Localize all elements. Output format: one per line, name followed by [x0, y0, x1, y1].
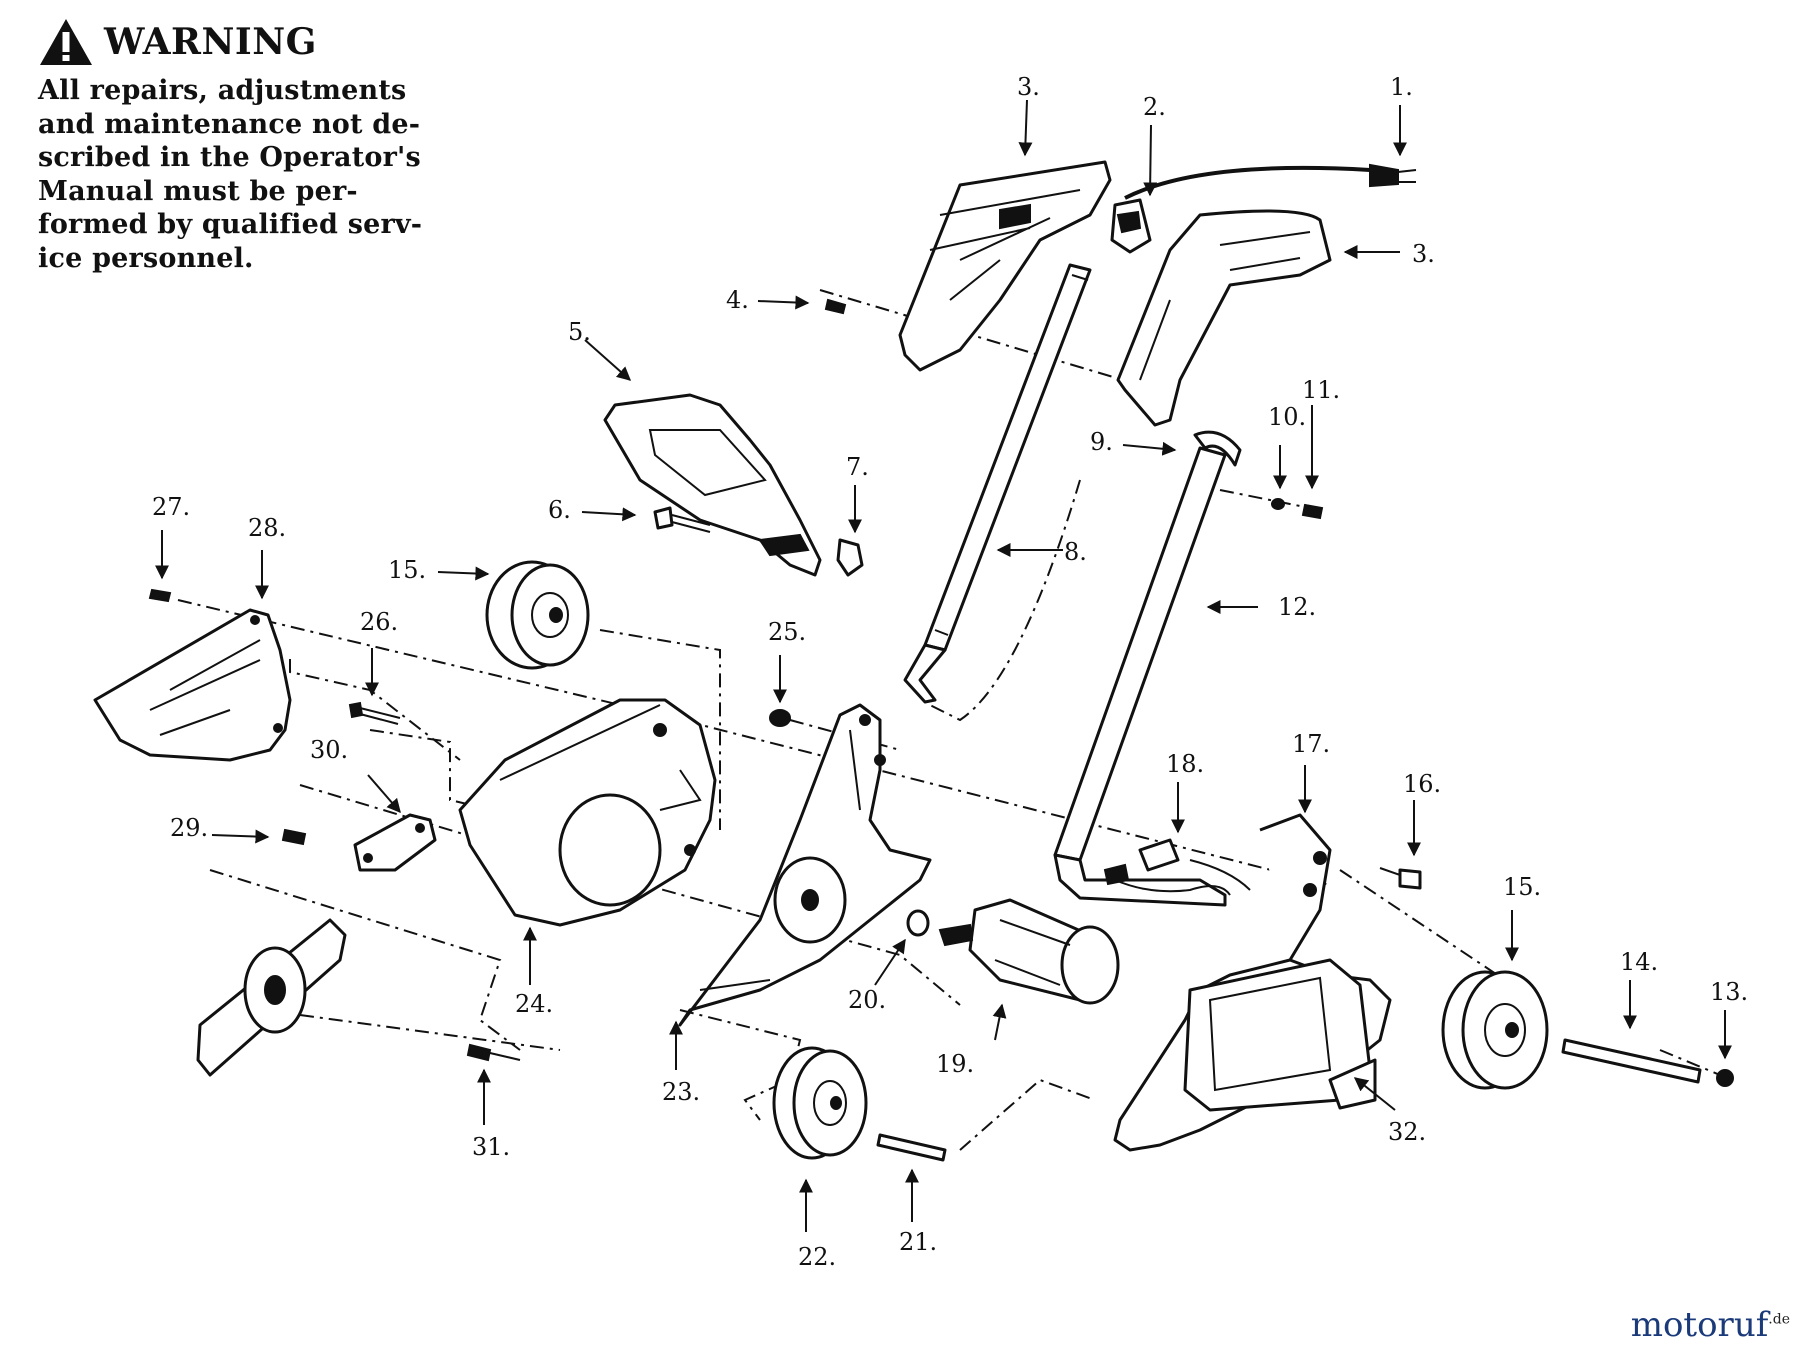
callout-7: 7.: [846, 453, 869, 481]
callout-15-upper: 15.: [388, 556, 426, 584]
brand-watermark: motoruf.de: [1631, 1305, 1790, 1345]
callout-8: 8.: [1064, 538, 1087, 566]
motor-assembly: [938, 898, 1120, 1005]
screw-29: [281, 828, 307, 846]
wheel-15-upper: [485, 560, 590, 670]
warning-line: and maintenance not de-: [38, 108, 421, 140]
blade-guard: [93, 608, 292, 762]
washer-10: [1271, 498, 1285, 510]
callout-labels: 1. 2. 3. 3. 4. 5. 6. 7. 8. 9. 10. 11. 12…: [152, 73, 1748, 1271]
warning-line: formed by qualified serv-: [38, 209, 423, 240]
screw-27: [148, 588, 172, 603]
main-housing-right: [1113, 813, 1392, 1152]
handle-half-right: [1116, 209, 1332, 427]
axle-21: [876, 1133, 947, 1162]
callout-30: 30.: [310, 736, 348, 764]
callout-1: 1.: [1390, 73, 1413, 101]
wire-harness: [1103, 838, 1251, 896]
callout-26: 26.: [360, 608, 398, 636]
callout-6: 6.: [548, 496, 571, 524]
callout-28: 28.: [248, 514, 286, 542]
callout-21: 21.: [899, 1228, 937, 1256]
warning-line: Manual must be per-: [38, 175, 358, 207]
callout-29: 29.: [170, 814, 208, 842]
callout-3-right: 3.: [1412, 240, 1435, 268]
brand-name: motoruf: [1630, 1305, 1769, 1345]
callout-31: 31.: [472, 1133, 510, 1161]
callout-24: 24.: [515, 990, 553, 1018]
warning-title: WARNING: [104, 21, 317, 63]
callout-17: 17.: [1292, 730, 1330, 758]
callout-18: 18.: [1166, 750, 1204, 778]
wheel-15-right: [1441, 970, 1549, 1090]
nut-25: [769, 709, 791, 727]
callout-19: 19.: [936, 1050, 974, 1078]
callout-5: 5.: [568, 318, 591, 346]
callout-15-right: 15.: [1503, 873, 1541, 901]
wing-nut-7: [836, 538, 864, 577]
upper-handle-tube: [903, 263, 1092, 704]
cutting-blade: [196, 918, 347, 1077]
callout-14: 14.: [1620, 948, 1658, 976]
washer-20: [906, 909, 930, 937]
switch-part: [1110, 198, 1152, 254]
warning-line: scribed in the Operator's: [38, 142, 421, 173]
brand-suffix: .de: [1768, 1311, 1790, 1328]
bracket-30: [353, 813, 437, 872]
callout-4: 4.: [726, 286, 749, 314]
screw-11: [1301, 503, 1324, 520]
motor-housing-cover: [458, 698, 717, 927]
callout-20: 20.: [848, 986, 886, 1014]
callout-3-left: 3.: [1017, 73, 1040, 101]
handle-bracket: [603, 393, 822, 577]
callout-27: 27.: [152, 493, 190, 521]
bolt-6: [653, 506, 711, 533]
screw-4: [824, 298, 847, 315]
callout-10: 10.: [1268, 403, 1306, 431]
screw-31: [466, 1043, 521, 1062]
main-housing-left: [678, 703, 932, 1027]
screw-16: [1379, 867, 1422, 890]
warning-triangle-icon: [40, 19, 92, 65]
wheel-22: [772, 1046, 868, 1160]
callout-arrows: [155, 99, 1732, 1232]
callout-12: 12.: [1278, 593, 1316, 621]
callout-13: 13.: [1710, 978, 1748, 1006]
callout-22: 22.: [798, 1243, 836, 1271]
callout-11: 11.: [1302, 376, 1340, 404]
callout-16: 16.: [1403, 770, 1441, 798]
callout-2: 2.: [1143, 93, 1166, 121]
power-cord: [1124, 163, 1417, 200]
callout-25: 25.: [768, 618, 806, 646]
handle-half-left: [898, 160, 1112, 372]
callout-32: 32.: [1388, 1118, 1426, 1146]
callout-9: 9.: [1090, 428, 1113, 456]
warning-line: ice personnel.: [38, 242, 254, 274]
callout-23: 23.: [662, 1078, 700, 1106]
warning-line: All repairs, adjustments: [38, 75, 407, 106]
bolt-26: [348, 701, 401, 725]
lower-handle-tube: [1053, 430, 1242, 907]
nut-13: [1716, 1069, 1734, 1087]
axle-14: [1561, 1038, 1702, 1084]
